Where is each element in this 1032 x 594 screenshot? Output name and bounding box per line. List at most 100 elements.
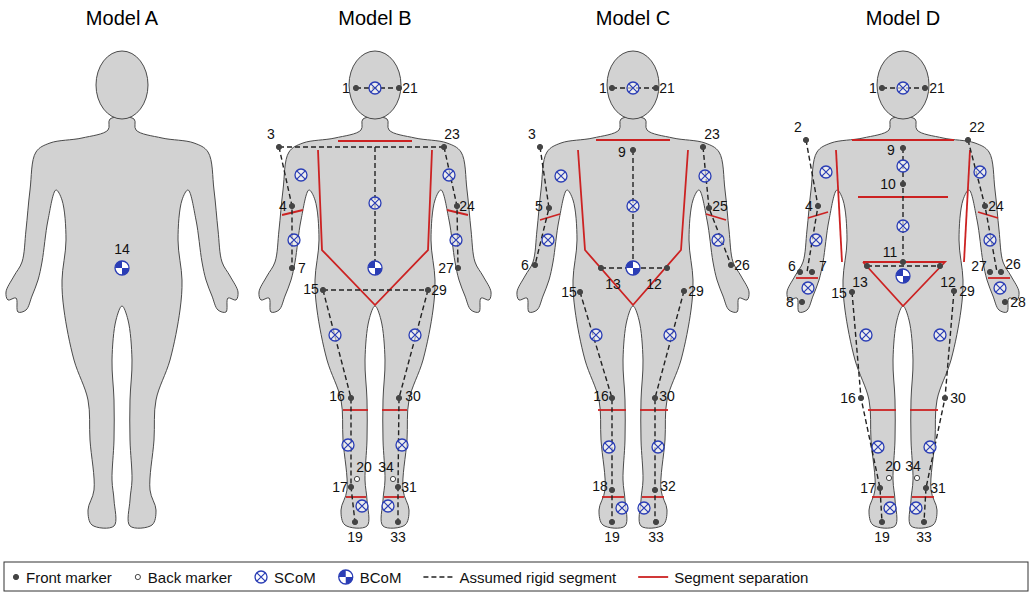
legend-text: Front marker	[26, 569, 112, 586]
marker-number: 29	[688, 284, 704, 298]
segment-separation-line	[382, 409, 407, 411]
marker-number: 20	[885, 459, 901, 473]
front-marker	[652, 395, 657, 400]
marker-number: 12	[940, 275, 956, 289]
body-silhouette	[259, 117, 491, 529]
marker-number: 16	[840, 391, 856, 405]
front-marker	[532, 262, 537, 267]
segment-separation-line	[964, 150, 970, 262]
scom-ring	[638, 502, 650, 514]
marker-number: 2	[794, 120, 802, 134]
marker-number: 8	[786, 295, 794, 309]
scom-ring	[810, 234, 822, 246]
scom-ring	[699, 170, 711, 182]
scom-cross	[976, 168, 984, 176]
segment-separation-line	[988, 277, 1010, 279]
front-marker	[900, 181, 905, 186]
marker-number: 31	[930, 481, 946, 495]
marker-number: 31	[401, 480, 417, 494]
legend-text: Assumed rigid segment	[459, 569, 616, 586]
scom-symbol	[897, 220, 909, 232]
marker-number: 4	[279, 199, 287, 213]
marker-number: 21	[929, 81, 945, 95]
front-marker	[546, 205, 551, 210]
scom-ring	[255, 571, 267, 583]
segment-separation-line	[346, 496, 366, 498]
bcom-ring	[368, 261, 382, 275]
scom-cross	[544, 236, 552, 244]
bcom-ring	[115, 261, 129, 275]
scom-cross	[666, 331, 674, 339]
scom-cross	[592, 331, 600, 339]
front-marker	[441, 144, 446, 149]
marker-number: 23	[444, 127, 460, 141]
front-marker	[877, 485, 882, 490]
rigid-segment-line	[703, 147, 731, 265]
scom-symbol	[590, 329, 602, 341]
segment-separation-line	[872, 496, 894, 498]
bcom-symbol	[115, 261, 129, 275]
marker-number: 13	[605, 277, 621, 291]
scom-ring	[616, 502, 628, 514]
scom-cross	[822, 168, 830, 176]
scom-ring	[652, 441, 664, 453]
scom-symbol	[603, 441, 615, 453]
scom-ring	[820, 166, 832, 178]
scom-symbol	[627, 200, 639, 212]
marker-number: 11	[883, 245, 898, 259]
scom-symbol	[342, 439, 354, 451]
front-marker	[395, 484, 400, 489]
rigid-segment-line	[655, 291, 684, 522]
scom-cross	[899, 222, 907, 230]
scom-ring	[443, 169, 455, 181]
front-marker	[923, 485, 928, 490]
scom-symbol	[820, 166, 832, 178]
model-title: Model A	[86, 7, 158, 29]
scom-symbol	[974, 166, 986, 178]
scom-symbol	[984, 234, 996, 246]
rigid-segment-line	[323, 290, 355, 522]
marker-number: 26	[734, 258, 750, 272]
scom-cross	[912, 504, 920, 512]
scom-ring	[984, 234, 996, 246]
scom-symbol	[288, 234, 300, 246]
scom-symbol	[910, 502, 922, 514]
scom-cross	[936, 331, 944, 339]
back-marker	[390, 476, 395, 481]
scom-symbol	[638, 502, 650, 514]
marker-number: 34	[905, 459, 921, 473]
front-marker	[803, 137, 808, 142]
segment-separation-line	[540, 214, 560, 220]
body-silhouette	[517, 117, 749, 529]
marker-number: 28	[1010, 295, 1026, 309]
front-marker	[1002, 299, 1007, 304]
marker-number: 3	[528, 127, 536, 141]
bcom-ring	[339, 570, 353, 584]
marker-number: 19	[604, 530, 620, 544]
scom-symbol	[994, 282, 1006, 294]
marker-number: 3	[267, 127, 275, 141]
rigid-segment-line	[323, 289, 428, 290]
front-marker	[728, 262, 733, 267]
front-marker	[630, 147, 635, 152]
scom-symbol	[443, 169, 455, 181]
marker-number: 14	[114, 242, 130, 256]
marker-number: 20	[356, 460, 372, 474]
marker-number: 1	[599, 81, 607, 95]
scom-cross	[557, 172, 565, 180]
centers-of-mass	[115, 82, 1006, 514]
marker-number: 21	[659, 81, 675, 95]
front-marker	[998, 269, 1003, 274]
front-marker	[577, 289, 582, 294]
front-marker	[353, 85, 358, 90]
bcom-symbol	[339, 570, 353, 584]
head-silhouette	[349, 51, 401, 119]
front-marker	[609, 519, 614, 524]
segment-separation-line	[852, 139, 954, 141]
front-marker	[900, 145, 905, 150]
front-marker	[965, 137, 970, 142]
scom-ring	[994, 282, 1006, 294]
scom-cross	[899, 84, 907, 92]
marker-number: 15	[831, 286, 847, 300]
segment-separation-line	[796, 277, 818, 279]
